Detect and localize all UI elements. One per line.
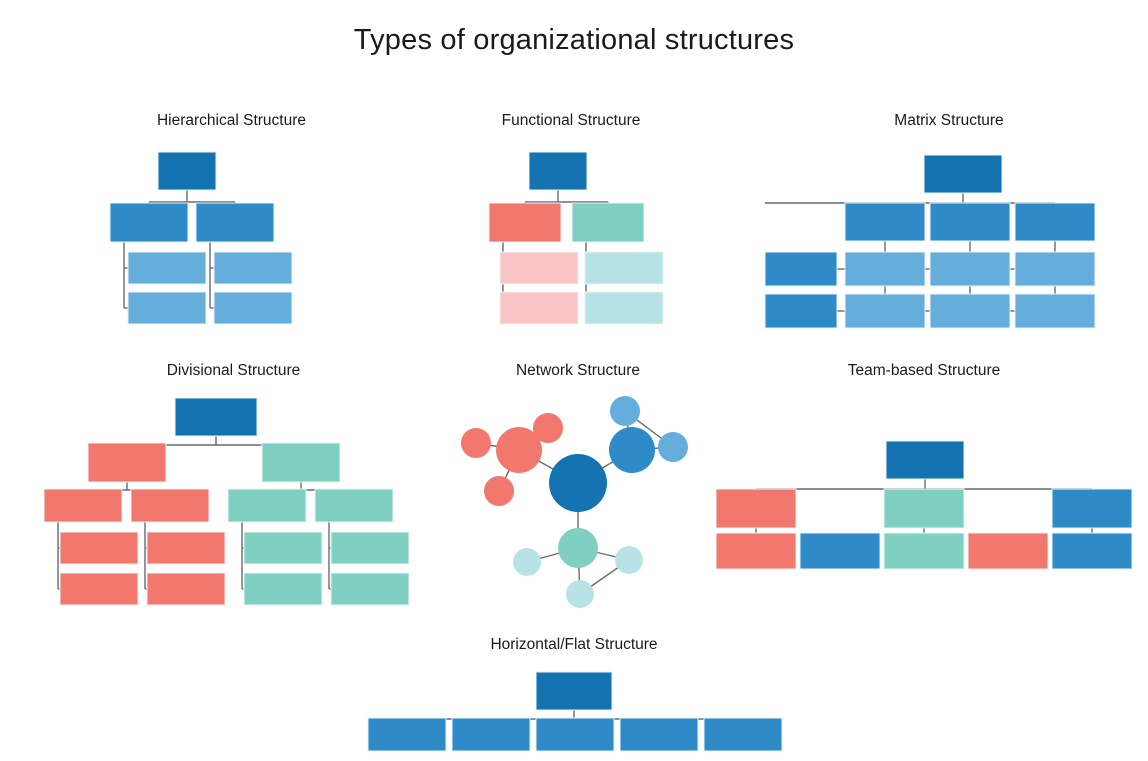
network-node-sat-teal-2[interactable] [615,546,643,574]
node-unit-r1-a[interactable] [243,531,323,565]
diagram-matrix [764,154,1096,329]
diagram-title-functional: Functional Structure [501,112,641,129]
node-cell-1-2[interactable] [929,251,1011,287]
node-col-head-3[interactable] [1014,202,1096,242]
node-team-lead-1[interactable] [715,488,797,529]
node-leaf-r1[interactable] [584,251,664,285]
node-child-left[interactable] [488,202,562,243]
node-root[interactable] [157,151,217,191]
node-leaf-l2[interactable] [127,291,207,325]
network-node-sat-teal-1[interactable] [513,548,541,576]
node-root[interactable] [923,154,1003,194]
node-dept-r2[interactable] [314,488,394,523]
node-member-1[interactable] [715,532,797,570]
diagram-title-horizontal-flat: Horizontal/Flat Structure [490,636,658,653]
diagram-title-hierarchical: Hierarchical Structure [156,112,307,129]
node-cell-1-1[interactable] [844,251,926,287]
node-division-right[interactable] [261,442,341,483]
node-row-head-2[interactable] [764,293,838,329]
node-child-right[interactable] [195,202,275,243]
node-unit-l1-a[interactable] [59,531,139,565]
node-unit-r1-b[interactable] [243,572,323,606]
network-node-sat-salmon-2[interactable] [533,413,563,443]
diagram-horizontal-flat [367,671,783,752]
network-node-sat-teal-3[interactable] [566,580,594,608]
node-member-2[interactable] [799,532,881,570]
node-member-4[interactable] [967,532,1049,570]
node-team-lead-3[interactable] [1051,488,1133,529]
network-node-hub-salmon[interactable] [496,427,542,473]
node-unit-r2-a[interactable] [330,531,410,565]
node-unit-3[interactable] [535,717,615,752]
node-team-lead-2[interactable] [883,488,965,529]
node-cell-1-3[interactable] [1014,251,1096,287]
diagram-title-team-based: Team-based Structure [847,362,1001,379]
node-col-head-1[interactable] [844,202,926,242]
node-row-head-1[interactable] [764,251,838,287]
node-unit-4[interactable] [619,717,699,752]
node-unit-l1-b[interactable] [59,572,139,606]
page-title: Types of organizational structures [353,24,795,56]
node-cell-2-3[interactable] [1014,293,1096,329]
diagram-title-network: Network Structure [515,362,641,379]
diagram-functional [488,151,664,325]
diagram-hierarchical [109,151,293,325]
diagram-network [461,396,688,608]
diagram-divisional [43,397,410,606]
node-dept-r1[interactable] [227,488,307,523]
node-unit-r2-b[interactable] [330,572,410,606]
node-unit-l2-b[interactable] [146,572,226,606]
node-leaf-r2[interactable] [213,291,293,325]
node-leaf-l2[interactable] [499,291,579,325]
node-cell-2-1[interactable] [844,293,926,329]
node-unit-l2-a[interactable] [146,531,226,565]
node-unit-1[interactable] [367,717,447,752]
node-leaf-r1[interactable] [213,251,293,285]
node-division-left[interactable] [87,442,167,483]
node-dept-l1[interactable] [43,488,123,523]
node-child-left[interactable] [109,202,189,243]
network-node-sat-salmon-3[interactable] [484,476,514,506]
network-node-sat-salmon-1[interactable] [461,428,491,458]
node-leaf-r2[interactable] [584,291,664,325]
diagram-team-based [715,440,1133,570]
node-root[interactable] [174,397,258,437]
node-root[interactable] [535,671,613,711]
network-node-hub-teal[interactable] [558,528,598,568]
node-member-3[interactable] [883,532,965,570]
network-node-hub-blue[interactable] [609,427,655,473]
network-node-sat-blue-1[interactable] [610,396,640,426]
node-unit-2[interactable] [451,717,531,752]
diagram-title-matrix: Matrix Structure [894,112,1004,129]
node-leaf-l1[interactable] [127,251,207,285]
diagram-title-divisional: Divisional Structure [166,362,301,379]
network-node-hub-center[interactable] [549,454,607,512]
node-member-5[interactable] [1051,532,1133,570]
node-root[interactable] [885,440,965,480]
node-child-right[interactable] [571,202,645,243]
node-leaf-l1[interactable] [499,251,579,285]
node-dept-l2[interactable] [130,488,210,523]
node-unit-5[interactable] [703,717,783,752]
node-col-head-2[interactable] [929,202,1011,242]
node-root[interactable] [528,151,588,191]
network-node-sat-blue-2[interactable] [658,432,688,462]
node-cell-2-2[interactable] [929,293,1011,329]
